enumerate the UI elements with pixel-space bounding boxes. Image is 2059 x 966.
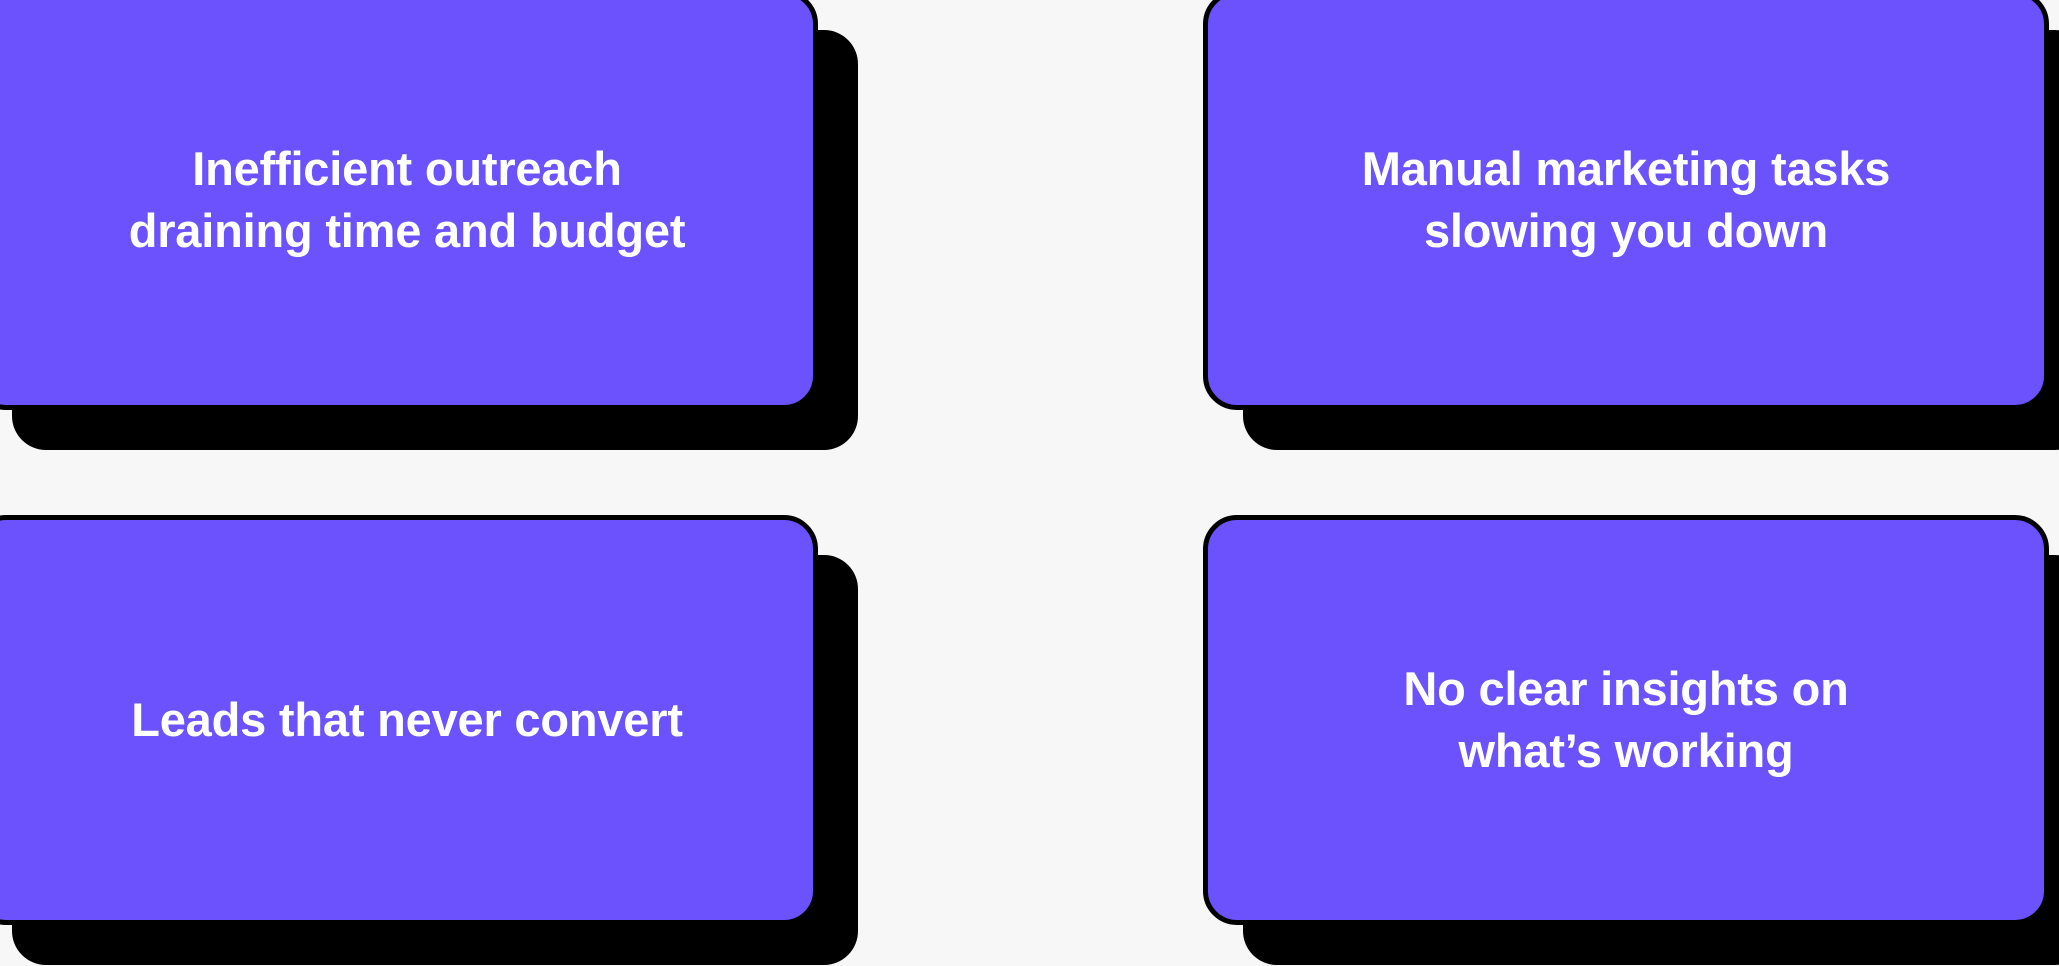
pain-point-card-label: Manual marketing tasks slowing you down bbox=[1361, 141, 1891, 258]
pain-point-card-leads-never-convert[interactable]: Leads that never convert bbox=[0, 515, 818, 925]
pain-point-card-label: No clear insights on what’s working bbox=[1403, 661, 1849, 778]
pain-point-card-label: Leads that never convert bbox=[131, 692, 683, 746]
pain-point-card-inefficient-outreach[interactable]: Inefficient outreach draining time and b… bbox=[0, 0, 818, 410]
pain-point-card-manual-marketing-tasks[interactable]: Manual marketing tasks slowing you down bbox=[1203, 0, 2049, 410]
pain-point-card-no-clear-insights[interactable]: No clear insights on what’s working bbox=[1203, 515, 2049, 925]
pain-point-card-label: Inefficient outreach draining time and b… bbox=[128, 141, 686, 258]
